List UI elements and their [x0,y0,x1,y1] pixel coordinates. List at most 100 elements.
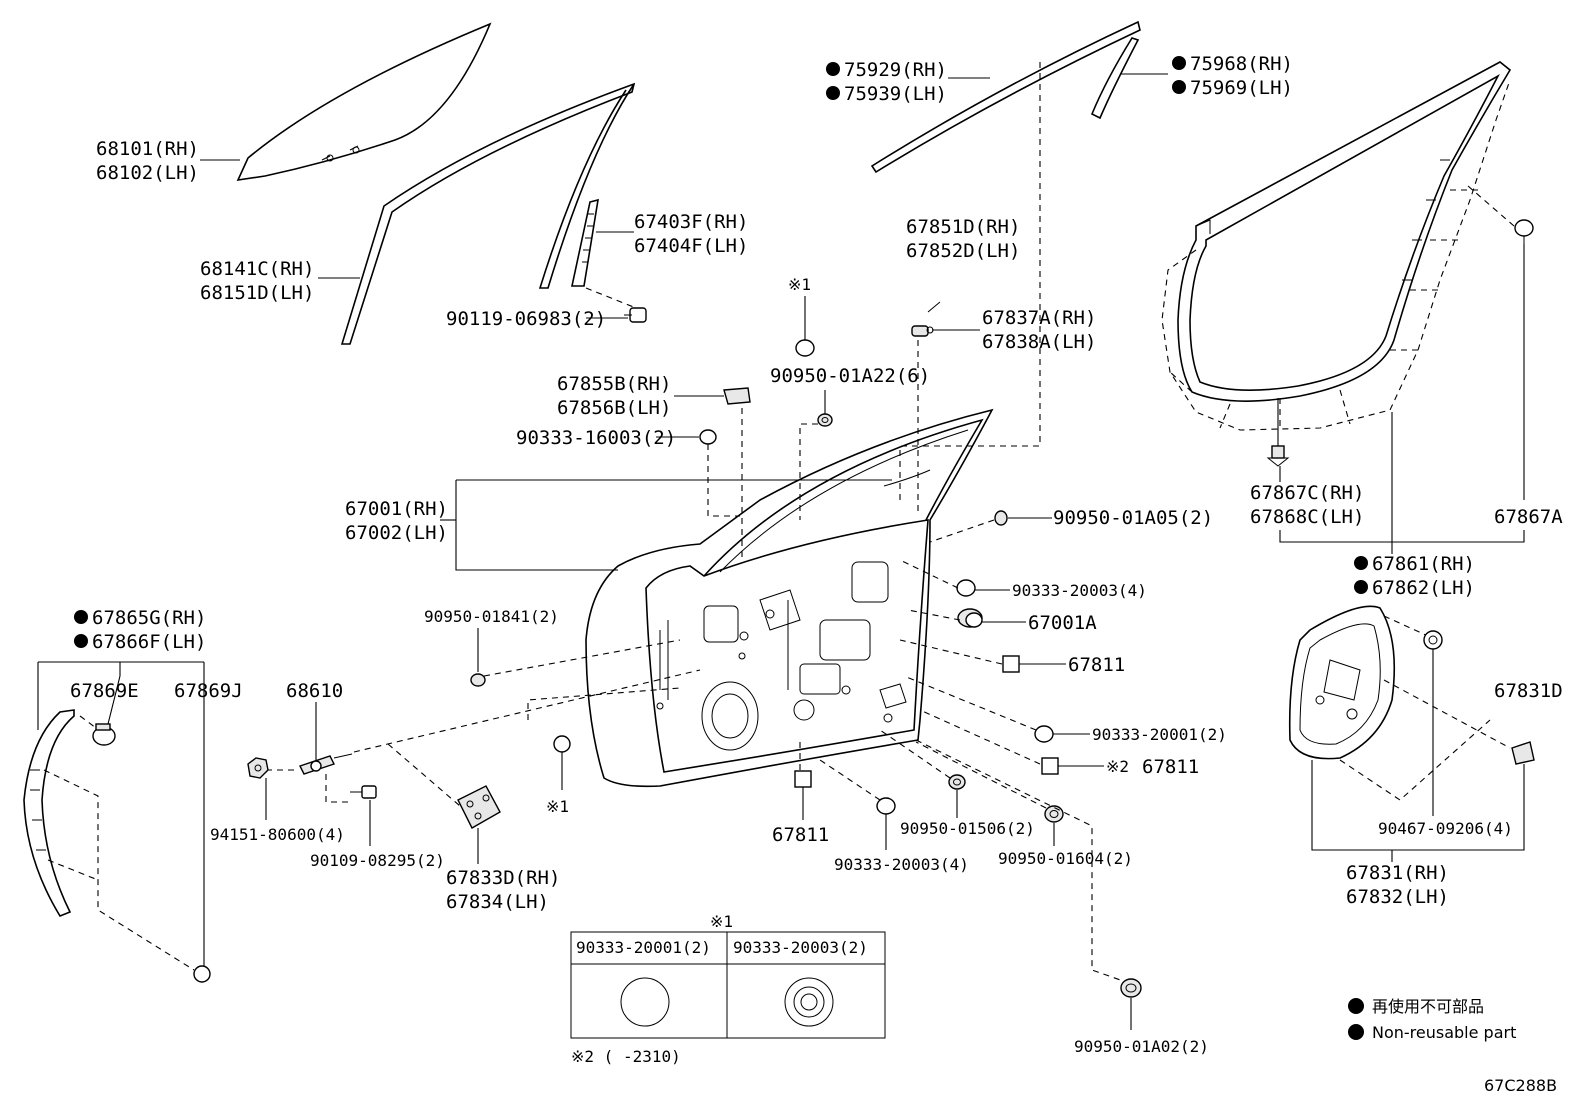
label-67867A: 67867A [1494,506,1563,528]
seal-square-icon [1041,757,1059,775]
grommet-icon [994,510,1008,526]
label-67001: 67001(RH) [345,498,448,520]
grommet-icon [948,774,966,790]
label-68151D: 68151D(LH) [200,282,314,304]
label-67404F: 67404F(LH) [634,235,748,257]
label-90950-01A05: 90950-01A05(2) [1053,507,1213,529]
non-reusable-dot-icon [826,62,840,76]
clip-67867A-icon [1514,219,1534,244]
label-67838A: 67838A(LH) [982,331,1096,353]
label-90950-01841: 90950-01841(2) [424,607,559,626]
ref-mark-2: ※2 [1106,757,1129,776]
cushion-icon [193,965,211,983]
plug-flat-icon [620,977,670,1027]
table-col-90333-20001: 90333-20001(2) [576,938,711,957]
seal-square-icon [794,770,812,788]
label-67862: 67862(LH) [1372,577,1475,599]
label-68141C: 68141C(RH) [200,258,314,280]
label-67851D: 67851D(RH) [906,216,1020,238]
label-67866F: 67866F(LH) [92,631,206,653]
belt-molding [870,20,1141,174]
non-reusable-dot-icon [74,610,88,624]
label-67856B: 67856B(LH) [557,397,671,419]
clip-67831D-icon [1511,741,1535,765]
legend-en: Non-reusable part [1372,1023,1516,1042]
label-67861: 67861(RH) [1372,553,1475,575]
clip-90467-icon [1423,630,1443,650]
non-reusable-dot-icon [74,634,88,648]
label-75969: 75969(LH) [1190,77,1293,99]
clip-67867C-icon [1266,445,1290,467]
label-67811-a: 67811 [1068,654,1125,676]
label-67002: 67002(LH) [345,522,448,544]
bolt-icon [624,307,647,323]
label-90950-01A22: 90950-01A22(6) [770,365,930,387]
label-90333-20003-a: 90333-20003(4) [1012,581,1147,600]
label-90333-20003-b: 90333-20003(4) [834,855,969,874]
service-hole-cover [1288,605,1396,760]
non-reusable-dot-icon [1172,56,1186,70]
label-90109: 90109-08295(2) [310,851,445,870]
bolt-icon [350,785,377,799]
non-reusable-dot-icon [1172,80,1186,94]
seal-square-icon [1002,655,1020,673]
clip-67837A [911,325,934,337]
label-90950-01506: 90950-01506(2) [900,819,1035,838]
hole-plug-icon [956,579,976,597]
non-reusable-dot-icon [1354,580,1368,594]
glass-run [340,82,636,345]
ref-mark-1: ※1 [788,275,811,294]
label-90333-16003: 90333-16003(2) [516,427,676,449]
non-reusable-dot-icon [1348,1024,1364,1040]
label-68610: 68610 [286,680,343,702]
label-90950-01604: 90950-01604(2) [998,849,1133,868]
non-reusable-dot-icon [1354,556,1368,570]
label-67865G: 67865G(RH) [92,607,206,629]
non-reusable-dot-icon [1348,998,1364,1014]
grommet-icon [817,413,833,427]
label-90950-01A02: 90950-01A02(2) [1074,1037,1209,1056]
label-67852D: 67852D(LH) [906,240,1020,262]
pillar-molding [1090,37,1140,120]
clip-67869E-icon [92,723,116,746]
lower-frame-moulding [23,709,75,917]
table-footnote: ※2 ( -2310) [571,1047,681,1066]
label-67869E: 67869E [70,680,139,702]
label-75939: 75939(LH) [844,83,947,105]
bracket-67855B [723,387,751,405]
label-68102: 68102(LH) [96,162,199,184]
non-reusable-dot-icon [826,86,840,100]
label-94151: 94151-80600(4) [210,825,345,844]
plug-ring-icon [784,977,834,1027]
legend-jp: 再使用不可部品 [1372,997,1484,1016]
front-door-panel [585,408,994,788]
door-glass [236,22,492,182]
label-67811-b: 67811 [1142,756,1199,778]
table-col-90333-20003: 90333-20003(2) [733,938,868,957]
grommet-icon [1120,978,1142,998]
label-67001A: 67001A [1028,612,1097,634]
label-67837A: 67837A(RH) [982,307,1096,329]
label-75929: 75929(RH) [844,59,947,81]
label-67831: 67831(RH) [1346,862,1449,884]
legend: 再使用不可部品 Non-reusable part [1348,997,1516,1042]
label-67403F: 67403F(RH) [634,211,748,233]
label-67869J: 67869J [174,680,243,702]
label-67834: 67834(LH) [446,891,549,913]
label-67811-c: 67811 [772,824,829,846]
hinge-cover-67833D [457,785,501,829]
hole-plug-icon [795,339,815,357]
label-75968: 75968(RH) [1190,53,1293,75]
hole-plug-icon [699,429,717,445]
nut-icon [247,757,269,779]
ref-mark-1-mid: ※1 [546,797,569,816]
label-67868C: 67868C(LH) [1250,506,1364,528]
plug-reference-table: ※1 90333-20001(2) 90333-20003(2) ※2 ( -2… [570,912,886,1066]
label-68101: 68101(RH) [96,138,199,160]
diagram-code: 67C288B [1484,1076,1557,1095]
label-67867C: 67867C(RH) [1250,482,1364,504]
label-67833D: 67833D(RH) [446,867,560,889]
label-90467: 90467-09206(4) [1378,819,1513,838]
grommet-icon [1044,805,1064,823]
label-67831D: 67831D [1494,680,1563,702]
